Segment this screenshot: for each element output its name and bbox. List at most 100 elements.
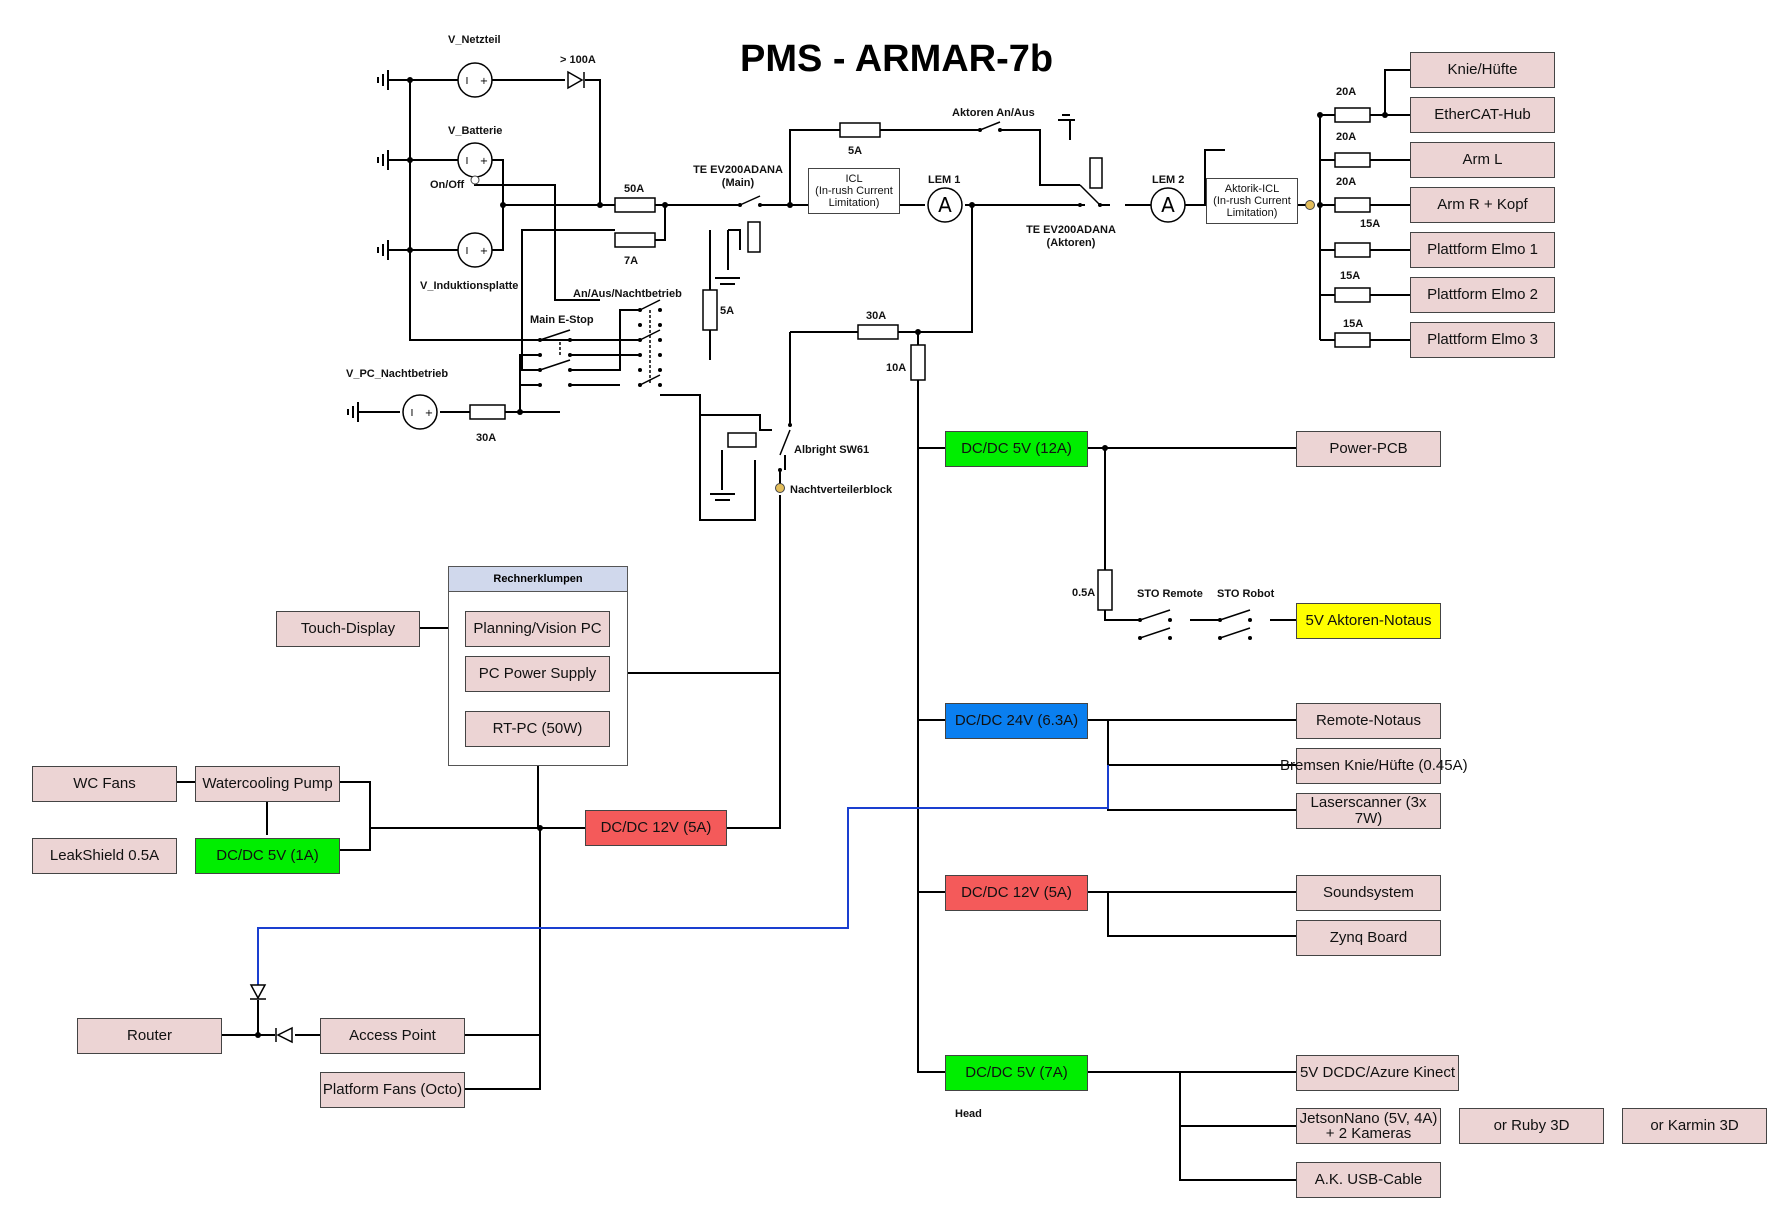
relay-akt-label-1: TE EV200ADANA xyxy=(1026,224,1116,236)
box-dcdc-5v-7a: DC/DC 5V (7A) xyxy=(945,1055,1088,1091)
switches xyxy=(539,121,1251,639)
box-pc-power-supply: PC Power Supply xyxy=(465,656,610,692)
relay-main-label-1: TE EV200ADANA xyxy=(693,164,783,176)
fuse-20a-2 xyxy=(1334,152,1371,168)
page-title: PMS - ARMAR-7b xyxy=(740,38,1054,80)
voltage-sources xyxy=(402,62,1186,430)
aicl-line-3: Limitation) xyxy=(1226,207,1278,219)
fuse-5a-top-label: 5A xyxy=(848,145,863,157)
fuse-15a-2 xyxy=(1334,287,1371,303)
bremsen-label: Bremsen Knie/Hüfte (0.45A) xyxy=(1280,757,1468,774)
box-bremsen-frame xyxy=(1296,748,1441,784)
fuse-20a-1 xyxy=(1334,107,1371,123)
jetson-line-2: + 2 Kameras xyxy=(1325,1125,1412,1142)
source-netzteil xyxy=(457,62,493,98)
aktoren-an-aus-label: Aktoren An/Aus xyxy=(952,107,1035,119)
box-arm-l: Arm L xyxy=(1410,142,1555,178)
box-watercooling-pump: Watercooling Pump xyxy=(195,766,340,802)
box-leakshield: LeakShield 0.5A xyxy=(32,838,177,874)
box-power-pcb: Power-PCB xyxy=(1296,431,1441,467)
relay-main-label-2: (Main) xyxy=(721,177,755,189)
box-ruby: or Ruby 3D xyxy=(1459,1108,1604,1144)
fuse-20a-2-label: 20A xyxy=(1336,131,1357,143)
fuse-05a xyxy=(1097,569,1113,611)
relay-coils xyxy=(727,157,1103,448)
box-wc-fans: WC Fans xyxy=(32,766,177,802)
aicl-line-2: (In-rush Current xyxy=(1213,195,1291,207)
svg-text:I: I xyxy=(411,408,414,419)
fuse-5a-main-label: 5A xyxy=(720,305,735,317)
fuse-15a-1-label: 15A xyxy=(1360,218,1381,230)
box-soundsystem: Soundsystem xyxy=(1296,875,1441,911)
box-karmin: or Karmin 3D xyxy=(1622,1108,1767,1144)
box-touch-display: Touch-Display xyxy=(276,611,420,647)
box-rt-pc: RT-PC (50W) xyxy=(465,711,610,747)
main-estop-label: Main E-Stop xyxy=(530,314,594,326)
source-netzteil-label: V_Netzteil xyxy=(448,34,501,46)
fuse-50a xyxy=(614,197,656,213)
box-elmo1: Plattform Elmo 1 xyxy=(1410,232,1555,268)
fuse-10a-label: 10A xyxy=(886,362,907,374)
fuse-15a-3-label: 15A xyxy=(1343,318,1364,330)
svg-text:A: A xyxy=(1161,193,1175,217)
ethernet-line xyxy=(257,765,1109,985)
box-ethercat: EtherCAT-Hub xyxy=(1410,97,1555,133)
box-azure: 5V DCDC/Azure Kinect xyxy=(1296,1055,1459,1091)
svg-text:+: + xyxy=(480,76,488,87)
box-zynq: Zynq Board xyxy=(1296,920,1441,956)
svg-text:I: I xyxy=(466,246,469,257)
source-pc-nacht-label: V_PC_Nachtbetrieb xyxy=(346,368,449,380)
box-aktoren-notaus: 5V Aktoren-Notaus xyxy=(1296,603,1441,639)
head-label: Head xyxy=(955,1108,982,1120)
box-dcdc-5v-12a: DC/DC 5V (12A) xyxy=(945,431,1088,467)
onoff-label: On/Off xyxy=(430,179,465,191)
fuse-15a-2-label: 15A xyxy=(1340,270,1361,282)
nachtverteiler-tap xyxy=(775,483,785,493)
lem2-ammeter xyxy=(1150,187,1186,223)
tap-points xyxy=(470,175,1315,493)
icl-line-1: ICL xyxy=(845,173,863,185)
fuse-15a-1 xyxy=(1334,242,1371,258)
fuse-10a xyxy=(910,344,926,381)
fuse-20a-1-label: 20A xyxy=(1336,86,1357,98)
jetson-line-1: JetsonNano (5V, 4A) xyxy=(1299,1110,1438,1127)
box-dcdc-12v-a: DC/DC 12V (5A) xyxy=(585,810,727,846)
onoff-tap xyxy=(470,175,480,185)
sto-robot-label: STO Robot xyxy=(1217,588,1275,600)
box-remote-notaus: Remote-Notaus xyxy=(1296,703,1441,739)
icl-box: ICL (In-rush Current Limitation) xyxy=(808,168,900,214)
box-router: Router xyxy=(77,1018,222,1054)
box-planning-pc: Planning/Vision PC xyxy=(465,611,610,647)
source-batterie-label: V_Batterie xyxy=(448,125,503,137)
box-usb: A.K. USB-Cable xyxy=(1296,1162,1441,1198)
sto-remote-label: STO Remote xyxy=(1137,588,1203,600)
icl-line-3: Limitation) xyxy=(828,197,880,209)
fuse-7a-label: 7A xyxy=(624,255,639,267)
fuse-05a-label: 0.5A xyxy=(1072,587,1096,599)
source-pc-nacht xyxy=(402,394,438,430)
icl-line-2: (In-rush Current xyxy=(815,185,893,197)
lem2-label: LEM 2 xyxy=(1152,174,1185,186)
albright-label: Albright SW61 xyxy=(794,444,870,456)
relay-akt-label-2: (Aktoren) xyxy=(1046,237,1096,249)
fuses xyxy=(469,107,1371,611)
fuse-30a-pc xyxy=(469,404,506,420)
box-access-point: Access Point xyxy=(320,1018,465,1054)
svg-text:+: + xyxy=(480,156,488,167)
box-elmo2: Plattform Elmo 2 xyxy=(1410,277,1555,313)
box-jetson: JetsonNano (5V, 4A) + 2 Kameras xyxy=(1296,1108,1441,1144)
box-elmo3: Plattform Elmo 3 xyxy=(1410,322,1555,358)
box-dcdc-12v-b: DC/DC 12V (5A) xyxy=(945,875,1088,911)
power-wires xyxy=(177,69,1525,1181)
ground-symbols xyxy=(347,70,389,422)
box-laserscanner: Laserscanner (3x 7W) xyxy=(1296,793,1441,829)
svg-text:A: A xyxy=(938,193,952,217)
box-platform-fans: Platform Fans (Octo) xyxy=(320,1072,465,1108)
lem1-ammeter xyxy=(927,187,963,223)
box-dcdc-24v: DC/DC 24V (6.3A) xyxy=(945,703,1088,739)
box-arm-r: Arm R + Kopf xyxy=(1410,187,1555,223)
fuse-20a-3 xyxy=(1334,197,1371,213)
fuse-30a-mid-label: 30A xyxy=(866,310,887,322)
fuse-50a-label: 50A xyxy=(624,183,645,195)
